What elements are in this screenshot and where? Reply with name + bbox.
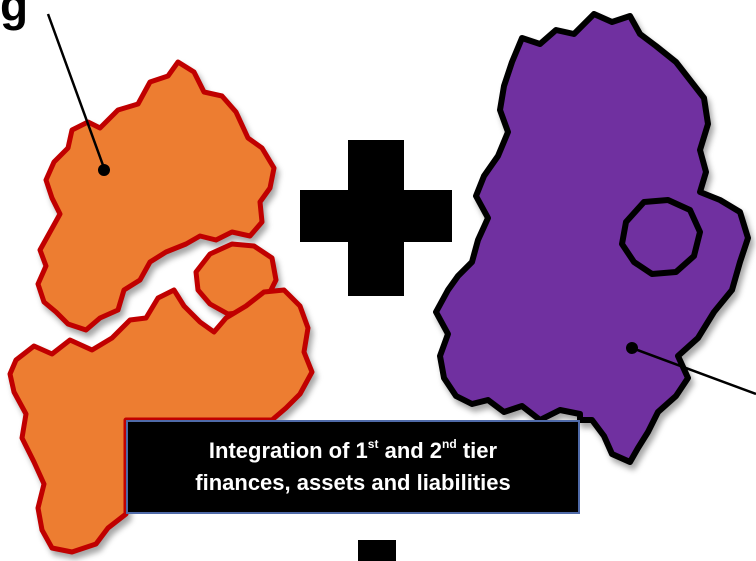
purple-region-enclave: [619, 197, 703, 277]
bar-shape: [358, 540, 396, 561]
banner-sup-st: st: [367, 436, 379, 451]
banner-line-1-a: Integration of 1: [208, 438, 368, 463]
pointer-dot-purple: [626, 342, 638, 354]
banner-line-1-c: tier: [456, 438, 498, 463]
orange-region-south: [7, 287, 315, 555]
purple-region-main: [433, 11, 751, 465]
plus-icon-horizontal: [300, 190, 452, 242]
banner-line-2: finances, assets and liabilities: [195, 470, 511, 495]
pointer-line-purple: [631, 346, 756, 396]
pointer-dot-orange: [98, 164, 110, 176]
orange-region-north: [35, 59, 277, 333]
banner-line-1-b: and 2: [378, 438, 443, 463]
banner-sup-nd: nd: [442, 436, 457, 451]
banner-line-1: Integration of 1st and 2nd tier: [128, 435, 578, 467]
plus-icon: [300, 140, 452, 296]
pointer-line-orange: [46, 13, 106, 169]
heading-fragment: g: [0, 0, 29, 31]
integration-banner: Integration of 1st and 2nd tier finances…: [126, 420, 580, 514]
